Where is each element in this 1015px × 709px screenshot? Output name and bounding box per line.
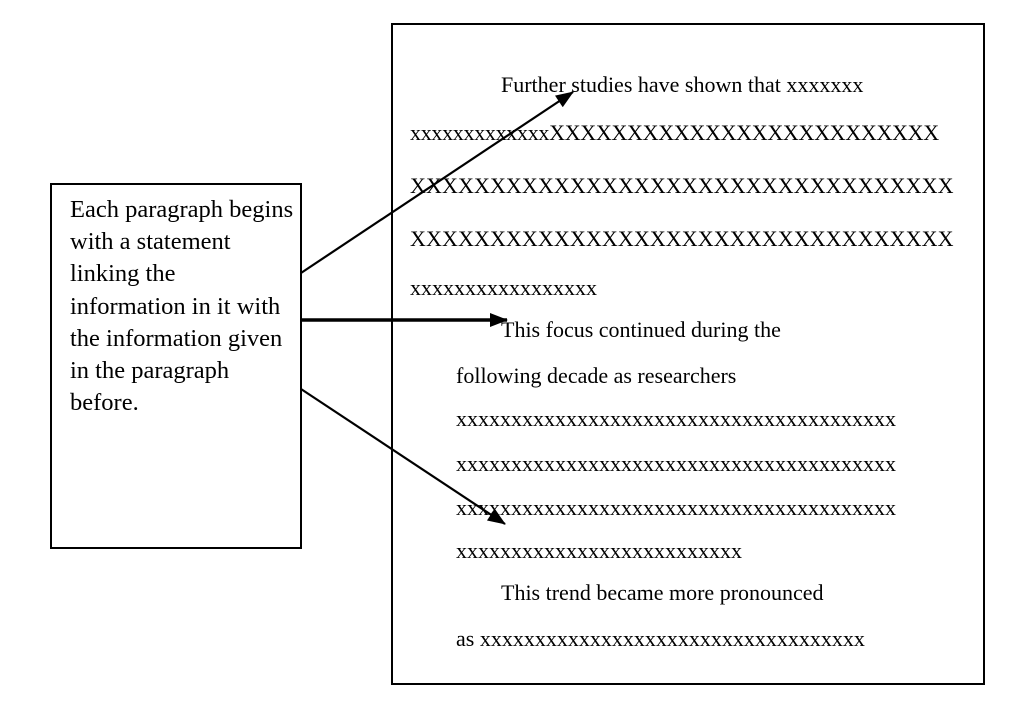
arrow-to-paragraph-2-body [300,388,506,525]
paragraph-1-line: Further studies have shown that xxxxxxx [501,72,864,97]
paragraph-1-line: XXXXXXXXXXXXXXXXXXXXXXXXXXXXXXXXXX [410,173,954,198]
document-page [391,23,985,685]
paragraph-2-line: xxxxxxxxxxxxxxxxxxxxxxxxxxxxxxxxxxxxxxxx [456,406,896,431]
paragraph-1-line: XXXXXXXXXXXXXXXXXXXXXXXXXXXXXXXXXX [410,226,954,251]
paragraph-2-line: following decade as researchers [456,363,737,388]
paragraph-2-line: xxxxxxxxxxxxxxxxxxxxxxxxxxxxxxxxxxxxxxxx [456,495,896,520]
paragraph-1-line: xxxxxxxxxxxxxxxxx [410,275,597,300]
paragraph-2-line: This focus continued during the [501,317,781,342]
paragraph-1-line: xxxxxxxxxxxxxXXXXXXXXXXXXXXXXXXXXXXXXX [410,120,939,145]
callout-text: Each paragraph begins with a statement l… [70,196,294,417]
callout-box [50,183,302,549]
paragraph-2-line: xxxxxxxxxxxxxxxxxxxxxxxxxxxxxxxxxxxxxxxx [456,451,896,476]
paragraph-3-line: This trend became more pronounced [501,580,824,605]
arrow-to-paragraph-1 [300,91,574,274]
paragraph-2-line: xxxxxxxxxxxxxxxxxxxxxxxxxx [456,538,742,563]
paragraph-3-line: as xxxxxxxxxxxxxxxxxxxxxxxxxxxxxxxxxxx [456,626,865,651]
